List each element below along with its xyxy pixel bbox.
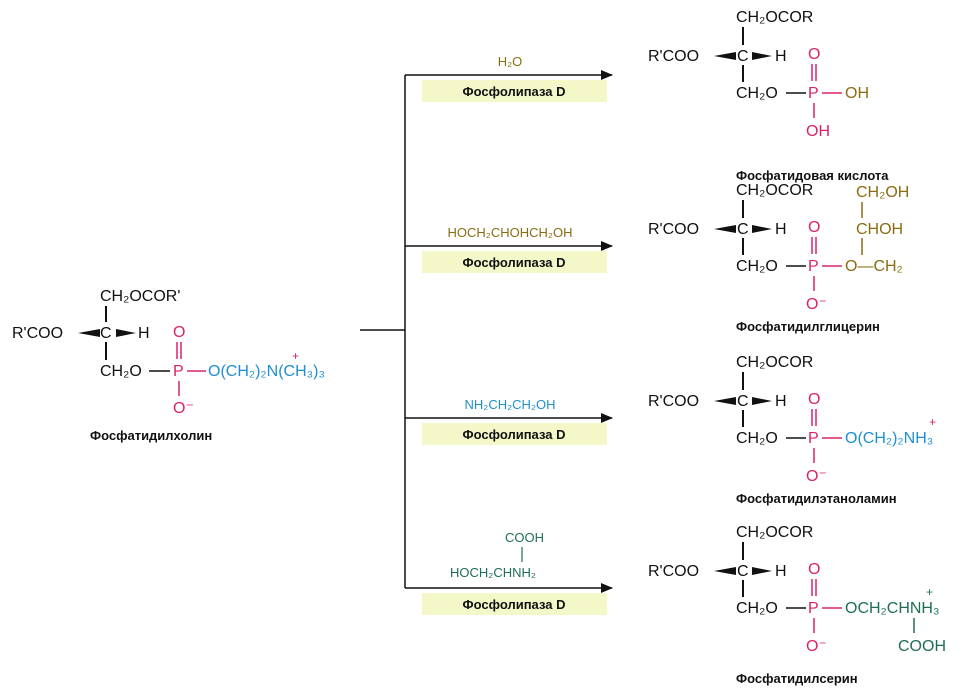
left-wedge-right <box>116 329 136 337</box>
product-wedge-right <box>752 567 772 575</box>
enzyme-label: Фосфолипаза D <box>463 255 566 270</box>
product-name: Фосфатидовая кислота <box>736 168 889 183</box>
product-wedge-right <box>752 397 772 405</box>
left-wedge-left <box>78 329 100 337</box>
product-ch2ocor: CH₂OCOR <box>736 9 813 26</box>
product-o-minus: O⁻ <box>806 638 827 655</box>
left-ch2ocor: CH₂OCOR' <box>100 288 180 305</box>
left-plus: + <box>292 349 299 363</box>
product-wedge-left <box>714 567 736 575</box>
product-4: CH₂OCOR R'COO C H CH₂O P O O⁻ OCH₂CHNH₃+ COOH Фосф… <box>648 524 946 686</box>
product-rcoo: R'COO <box>648 393 699 410</box>
enzyme-label: Фосфолипаза D <box>463 84 566 99</box>
reagent-label: NH₂CH₂CH₂OH <box>465 397 556 412</box>
product-oh-right: OH <box>845 85 869 102</box>
product-wedge-left <box>714 397 736 405</box>
reagent-label-top: COOH <box>505 530 544 545</box>
enzyme-highlight <box>422 593 607 615</box>
product-2: CH₂OCOR R'COO C H CH₂O P O O⁻ O—CH₂ CHOH CH₂OH Фосф… <box>648 182 909 334</box>
product-h: H <box>775 393 787 410</box>
product-rcoo: R'COO <box>648 221 699 238</box>
product-ch2o: CH₂O <box>736 430 778 447</box>
product-ch2o: CH₂O <box>736 258 778 275</box>
left-c: C <box>100 325 112 342</box>
product-p: P <box>808 430 819 447</box>
enzyme-highlight <box>422 80 607 102</box>
left-ch2o: CH₂O <box>100 363 142 380</box>
left-compound-name: Фосфатидилхолин <box>90 428 212 443</box>
product-ch2o: CH₂O <box>736 85 778 102</box>
product-c: C <box>737 48 749 65</box>
product-oxo: O <box>808 219 820 236</box>
product-c: C <box>737 221 749 238</box>
product-rcoo: R'COO <box>648 48 699 65</box>
product-oxo: O <box>808 391 820 408</box>
reagent-label: H₂O <box>498 54 523 69</box>
reagent-label: HOCH₂CHOHCH₂OH <box>448 225 573 240</box>
product-head-2: CHOH <box>856 221 903 238</box>
product-3: CH₂OCOR R'COO C H CH₂O P O O⁻ O(CH₂)₂NH₃+ Фосфати… <box>648 354 936 506</box>
product-o-minus: O⁻ <box>806 296 827 313</box>
product-h: H <box>775 221 787 238</box>
enzyme-highlight <box>422 251 607 273</box>
phosphatidylcholine-structure: CH₂OCOR' R'COO C H CH₂O P O O⁻ O(CH₂)₂N(… <box>12 288 325 443</box>
enzyme-label: Фосфолипаза D <box>463 427 566 442</box>
branch-lines <box>360 75 406 588</box>
product-wedge-right <box>752 225 772 233</box>
product-h: H <box>775 563 787 580</box>
product-c: C <box>737 393 749 410</box>
product-oh-down: OH <box>806 123 830 140</box>
product-plus: + <box>929 415 936 429</box>
enzyme-highlight <box>422 423 607 445</box>
product-ch2ocor: CH₂OCOR <box>736 354 813 371</box>
reaction-1: H₂O Фосфолипаза D CH₂OCOR R'COO C H CH₂O P O OH OH… <box>405 9 889 183</box>
product-name: Фосфатидилглицерин <box>736 319 880 334</box>
product-o-minus: O⁻ <box>806 468 827 485</box>
product-1: CH₂OCOR R'COO C H CH₂O P O OH OH Фосфатидовая кис… <box>648 9 889 183</box>
product-name: Фосфатидилэтаноламин <box>736 491 897 506</box>
product-head: OCH₂CHNH₃ <box>845 600 940 617</box>
product-cooh: COOH <box>898 638 946 655</box>
left-h: H <box>138 325 150 342</box>
product-wedge-left <box>714 52 736 60</box>
product-oxo: O <box>808 46 820 63</box>
product-head-1: O—CH₂ <box>845 258 903 275</box>
product-head: O(CH₂)₂NH₃ <box>845 430 933 447</box>
product-wedge-right <box>752 52 772 60</box>
reagent-label-main: HOCH₂CHNH₂ <box>450 565 536 580</box>
product-ch2o: CH₂O <box>736 600 778 617</box>
product-p: P <box>808 258 819 275</box>
product-p: P <box>808 85 819 102</box>
product-plus: + <box>926 585 933 599</box>
product-oxo: O <box>808 561 820 578</box>
product-rcoo: R'COO <box>648 563 699 580</box>
left-o-minus: O⁻ <box>173 400 194 417</box>
product-p: P <box>808 600 819 617</box>
product-name: Фосфатидилсерин <box>736 671 858 686</box>
product-ch2ocor: CH₂OCOR <box>736 524 813 541</box>
product-ch2ocor: CH₂OCOR <box>736 182 813 199</box>
left-p: P <box>173 363 184 380</box>
product-head-3: CH₂OH <box>856 184 909 201</box>
product-h: H <box>775 48 787 65</box>
left-oxo: O <box>173 324 185 341</box>
enzyme-label: Фосфолипаза D <box>463 597 566 612</box>
product-wedge-left <box>714 225 736 233</box>
product-c: C <box>737 563 749 580</box>
left-choline-head: O(CH₂)₂N(CH₃)₃ <box>208 363 325 380</box>
left-rcoo: R'COO <box>12 325 63 342</box>
